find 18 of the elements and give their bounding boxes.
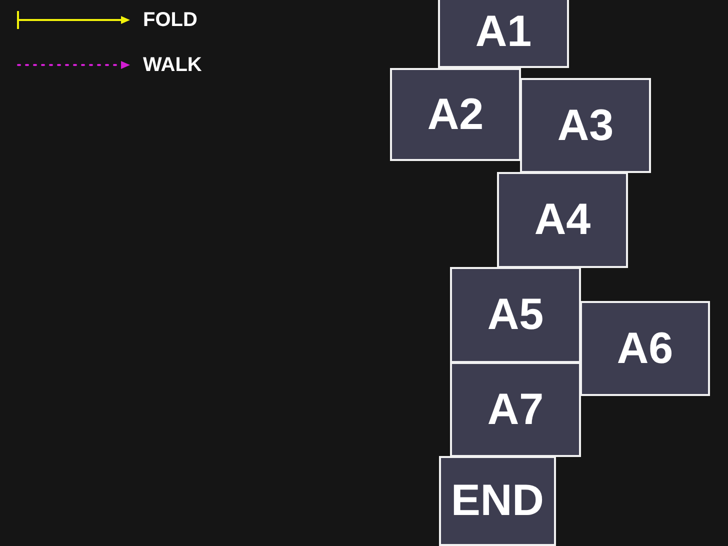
process-box xyxy=(439,456,556,546)
box-label: A3 xyxy=(557,104,614,148)
process-box xyxy=(497,172,628,268)
box-label: A7 xyxy=(487,388,544,432)
box-label: A6 xyxy=(616,326,674,370)
box-label: A5 xyxy=(487,293,544,337)
process-box xyxy=(390,68,521,161)
process-box xyxy=(438,0,569,68)
legend-label: FOLD xyxy=(143,10,198,30)
process-box xyxy=(580,301,710,396)
process-box xyxy=(450,362,581,457)
process-box xyxy=(450,267,581,363)
box-label: A2 xyxy=(427,92,484,136)
legend-label: WALK xyxy=(143,55,202,75)
box-label: END xyxy=(451,479,544,523)
process-box xyxy=(520,78,651,173)
box-label: A4 xyxy=(534,198,591,242)
box-label: A1 xyxy=(475,10,532,54)
